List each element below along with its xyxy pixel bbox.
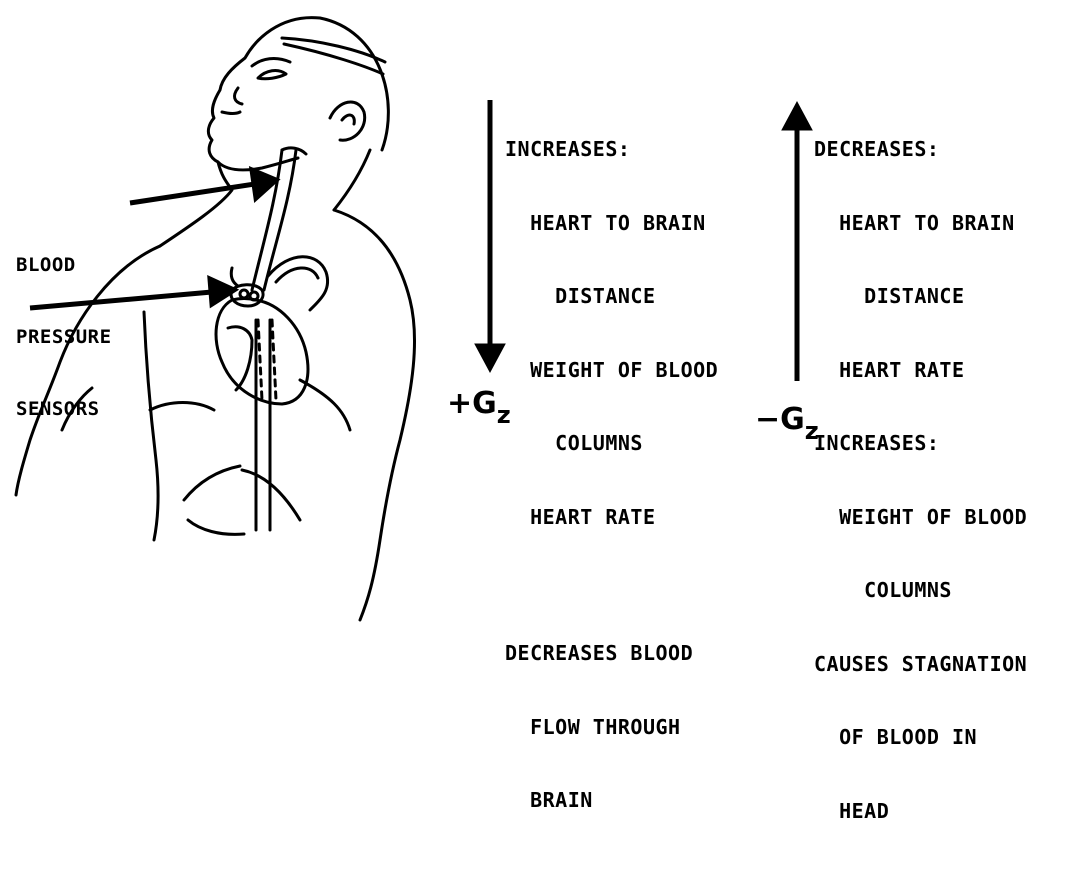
- ear: [330, 102, 365, 140]
- negative-gz-line: DECREASES:: [814, 137, 1027, 162]
- up-arrowhead: [782, 102, 812, 130]
- sensor-label-line: PRESSURE: [16, 325, 112, 349]
- sensor-label-line: BLOOD: [16, 253, 112, 277]
- negative-gz-symbol: −G: [755, 402, 805, 437]
- sensor-arrow-upper: [130, 184, 255, 203]
- negative-gz-label: −Gz: [755, 402, 819, 437]
- positive-gz-line: WEIGHT OF BLOOD: [505, 358, 718, 383]
- negative-gz-line: WEIGHT OF BLOOD: [814, 505, 1027, 530]
- negative-gz-line: CAUSES STAGNATION: [814, 652, 1027, 677]
- positive-gz-line: [505, 578, 718, 592]
- sensor-label-line: SENSORS: [16, 397, 112, 421]
- positive-gz-line: COLUMNS: [505, 431, 718, 456]
- sensor-label: BLOOD PRESSURE SENSORS: [16, 205, 112, 469]
- positive-gz-line: HEART RATE: [505, 505, 718, 530]
- positive-gz-line: INCREASES:: [505, 137, 718, 162]
- gz-diagram: BLOOD PRESSURE SENSORS INCREASES: HEART …: [0, 0, 1065, 626]
- negative-gz-effects: DECREASES: HEART TO BRAIN DISTANCE HEART…: [814, 88, 1027, 872]
- negative-gz-arrow: [782, 102, 812, 381]
- negative-gz-subscript: z: [805, 417, 819, 445]
- negative-gz-line: COLUMNS: [814, 578, 1027, 603]
- negative-gz-line: DISTANCE: [814, 284, 1027, 309]
- positive-gz-effects: INCREASES: HEART TO BRAIN DISTANCE WEIGH…: [505, 88, 718, 862]
- aortic-arch: [268, 257, 328, 310]
- positive-gz-subscript: z: [497, 401, 511, 429]
- heart: [216, 299, 308, 405]
- positive-gz-arrow: [475, 100, 505, 372]
- down-arrowhead: [475, 344, 505, 372]
- sensor-arrowhead-upper: [252, 170, 276, 198]
- shoulder-right: [334, 210, 415, 620]
- positive-gz-line: BRAIN: [505, 788, 718, 813]
- negative-gz-line: INCREASES:: [814, 431, 1027, 456]
- positive-gz-line: DECREASES BLOOD: [505, 641, 718, 666]
- negative-gz-line: HEAD: [814, 799, 1027, 824]
- negative-gz-line: HEART TO BRAIN: [814, 211, 1027, 236]
- positive-gz-line: FLOW THROUGH: [505, 715, 718, 740]
- positive-gz-label: +Gz: [447, 386, 511, 421]
- negative-gz-line: OF BLOOD IN: [814, 725, 1027, 750]
- positive-gz-line: HEART TO BRAIN: [505, 211, 718, 236]
- eye: [258, 71, 286, 79]
- negative-gz-line: HEART RATE: [814, 358, 1027, 383]
- positive-gz-symbol: +G: [447, 386, 497, 421]
- positive-gz-line: DISTANCE: [505, 284, 718, 309]
